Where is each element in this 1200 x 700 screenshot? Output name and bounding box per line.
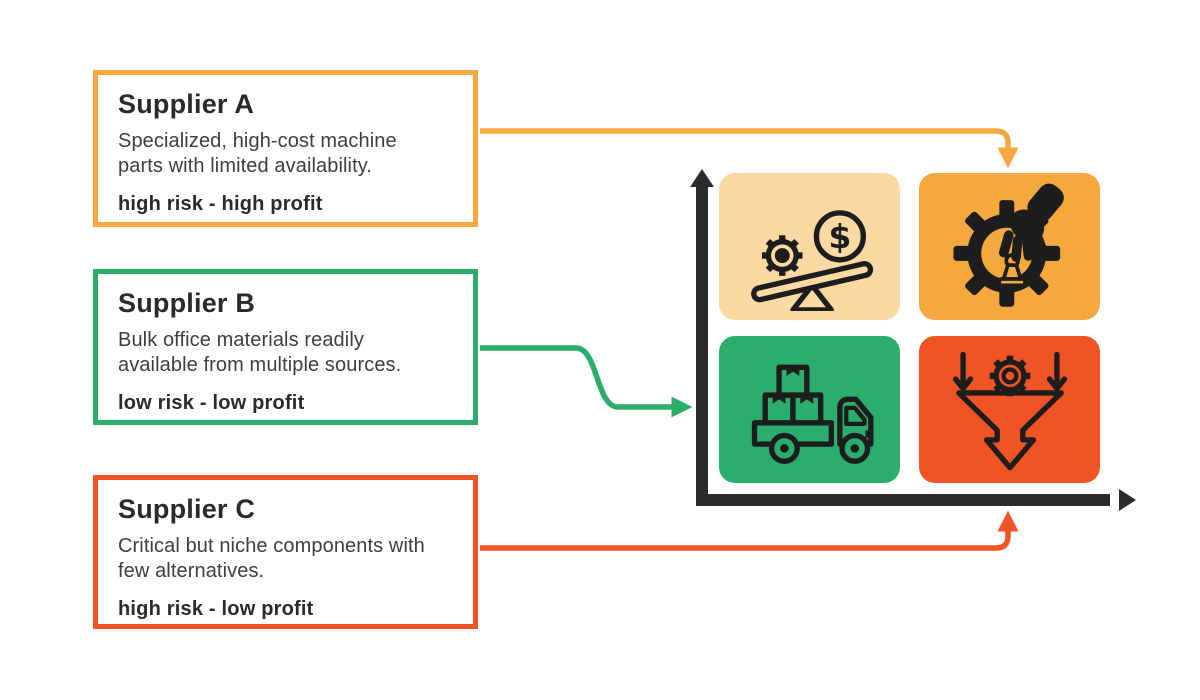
quadrant-bottom-right [919,336,1100,483]
supplier-c-title: Supplier C [118,494,256,524]
right-down-arrow-icon [1046,351,1067,391]
supplier-b-risk-profit-tag: low risk - low profit [118,391,305,414]
funnel-arrow-body [955,389,1064,470]
picking-hand [998,183,1064,262]
supplier-b-description: Bulk office materials readily available … [118,329,402,377]
gear-weight [761,234,803,276]
funnel-gear-icon [952,351,1067,470]
dollar-coin: $ [813,209,866,262]
quadrant-top-right [919,173,1100,320]
balance-gear-dollar-icon: $ [750,209,873,311]
supplier-b-card: Supplier B Bulk office materials readily… [93,269,478,425]
fulcrum-triangle [789,282,834,311]
supplier-a-description: Specialized, high-cost machine parts wit… [118,130,397,178]
supplier-a-risk-profit-tag: high risk - high profit [118,192,323,215]
supplier-a-card: Supplier A Specialized, high-cost machin… [93,70,478,227]
supplier-c-description: Critical but niche components with few a… [118,535,425,583]
svg-text:$: $ [828,217,851,256]
supplier-c-risk-profit-tag: high risk - low profit [118,597,314,620]
supplier-c-connector-arrow [480,510,1019,551]
x-axis-arrowhead-icon [1119,489,1136,511]
supplier-a-title: Supplier A [118,89,255,119]
seesaw-plank [750,260,873,302]
delivery-truck-boxes-icon [751,364,873,464]
gear-on-funnel [989,355,1030,396]
supplier-b-title: Supplier B [118,288,256,318]
left-down-arrow-icon [952,351,973,391]
supplier-a-connector-arrow [480,128,1019,169]
hand-picking-pawn-gear-icon [952,183,1064,307]
quadrant-top-left: $ [719,173,900,320]
supplier-b-connector-arrow [480,345,693,418]
y-axis-arrowhead-icon [690,169,714,187]
x-axis-line [696,494,1110,506]
supplier-c-card: Supplier C Critical but niche components… [93,475,478,629]
truck-cab [836,396,873,447]
quadrant-bottom-left [719,336,900,483]
cargo-boxes [762,364,823,425]
y-axis-line [696,186,708,506]
truck-wheels [768,432,870,464]
